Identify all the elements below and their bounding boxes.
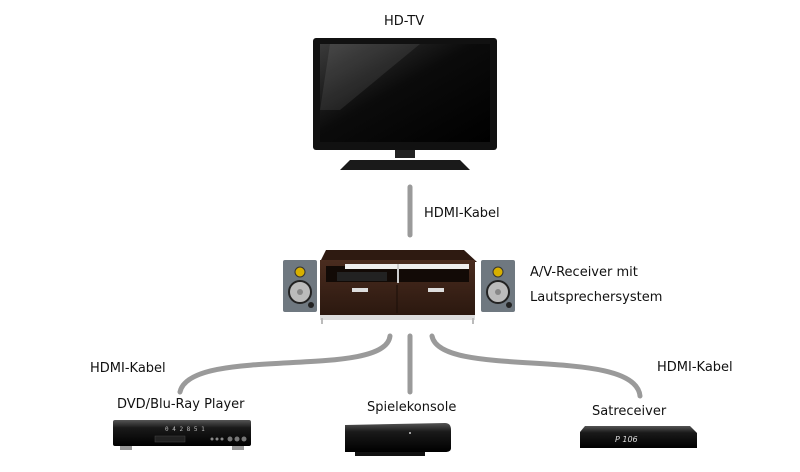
dvd-player-icon: 0 4 2 8 5 1 bbox=[113, 420, 251, 450]
tv-label: HD-TV bbox=[384, 14, 425, 29]
receiver-cabinet-icon bbox=[320, 250, 477, 324]
receiver-label-line1: A/V-Receiver mit bbox=[530, 265, 638, 280]
sat-display: P 106 bbox=[615, 435, 638, 444]
cable-lines bbox=[177, 184, 643, 399]
tv-icon bbox=[313, 38, 497, 170]
receiver-label-line2: Lautsprechersystem bbox=[530, 290, 663, 305]
dvd-display: 0 4 2 8 5 1 bbox=[165, 426, 205, 433]
speaker-left-icon bbox=[283, 260, 317, 312]
dvd-player-label: DVD/Blu-Ray Player bbox=[117, 397, 245, 412]
cable-left-label: HDMI-Kabel bbox=[90, 361, 166, 376]
cable-top-label: HDMI-Kabel bbox=[424, 206, 500, 221]
sat-receiver-label: Satreceiver bbox=[592, 404, 667, 419]
cable-receiver-sat bbox=[429, 333, 643, 399]
game-console-icon bbox=[345, 423, 451, 456]
game-console-label: Spielekonsole bbox=[367, 400, 457, 415]
cable-receiver-dvd bbox=[177, 333, 393, 395]
cable-right-label: HDMI-Kabel bbox=[657, 360, 733, 375]
sat-receiver-icon: P 106 bbox=[580, 426, 697, 448]
speaker-right-icon bbox=[481, 260, 515, 312]
